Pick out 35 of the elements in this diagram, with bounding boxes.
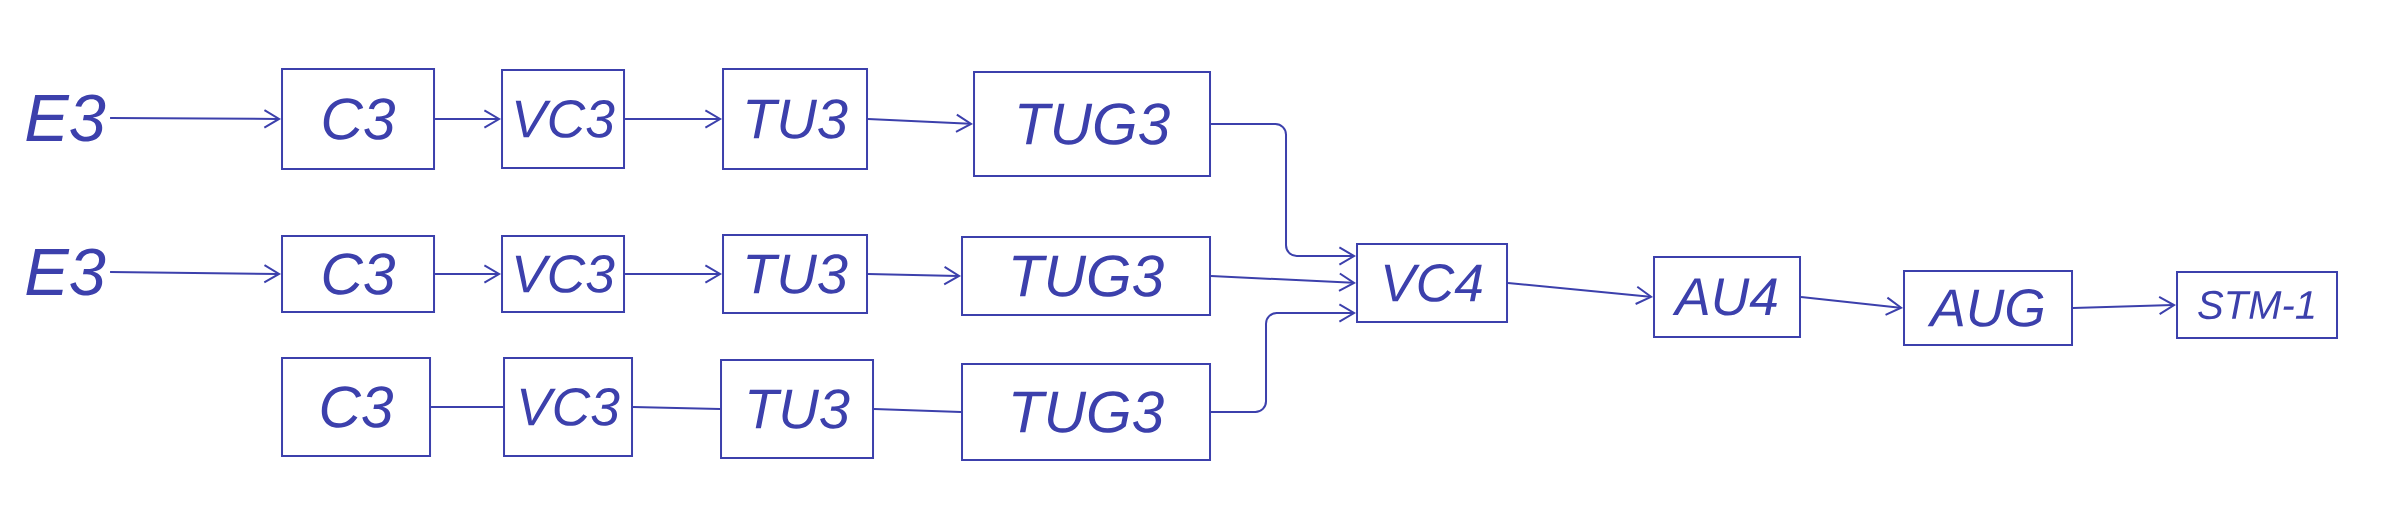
- signal-label: E3: [26, 248, 106, 296]
- labelled-box: AUG: [1903, 270, 2073, 346]
- arrow: [434, 264, 502, 284]
- arrow: [109, 264, 282, 284]
- labelled-box: TU3: [722, 68, 868, 170]
- arrow: [109, 109, 282, 129]
- labelled-box: TUG3: [973, 71, 1211, 177]
- arrow: [867, 113, 974, 133]
- labelled-box: TUG3: [961, 236, 1211, 316]
- connector-line: [430, 406, 504, 408]
- connector-line: [873, 408, 962, 413]
- arrow: [1210, 123, 1356, 266]
- arrow: [1210, 303, 1356, 413]
- labelled-box: C3: [281, 357, 431, 457]
- connector-line: [632, 406, 721, 410]
- arrow: [624, 264, 723, 284]
- arrow: [624, 109, 723, 129]
- labelled-box: TU3: [720, 359, 874, 459]
- arrow: [434, 109, 502, 129]
- labelled-box: VC4: [1356, 243, 1508, 323]
- labelled-box: TUG3: [961, 363, 1211, 461]
- arrow: [1507, 282, 1653, 305]
- arrow: [1210, 272, 1356, 292]
- labelled-box: VC3: [503, 357, 633, 457]
- labelled-box: C3: [281, 235, 435, 313]
- labelled-box: STM-1: [2176, 271, 2338, 339]
- arrow: [1800, 296, 1903, 316]
- labelled-box: TU3: [722, 234, 868, 314]
- labelled-box: AU4: [1653, 256, 1801, 338]
- labelled-box: VC3: [501, 69, 625, 169]
- labelled-box: C3: [281, 68, 435, 170]
- signal-label: E3: [26, 94, 106, 142]
- arrow: [2072, 295, 2176, 316]
- arrow: [867, 265, 961, 286]
- labelled-box: VC3: [501, 235, 625, 313]
